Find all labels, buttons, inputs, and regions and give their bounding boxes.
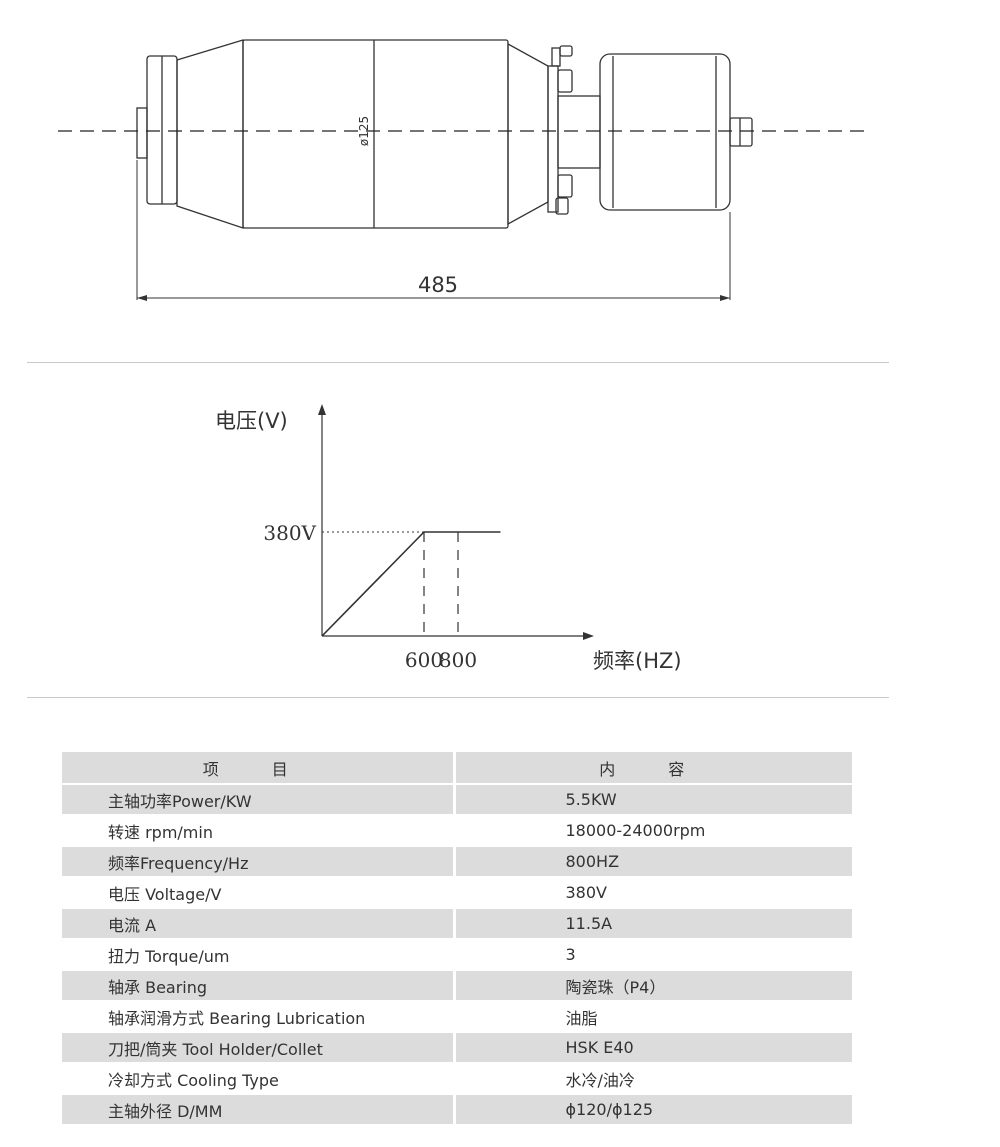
spindle-main-body: [242, 39, 509, 229]
x-axis-label: 频率(HZ): [593, 649, 682, 673]
connector-neck: [557, 95, 601, 169]
spec-value: 18000-24000rpm: [452, 815, 852, 847]
spec-item: 扭力 Torque/um: [62, 939, 454, 971]
spec-value: 水冷/油冷: [452, 1063, 852, 1095]
fitting-top-2: [559, 45, 573, 57]
spec-item: 主轴功率Power/KW: [62, 784, 454, 816]
fitting-mid-bottom: [557, 174, 573, 198]
separator-bottom: [27, 697, 889, 698]
vf-series-line: [321, 531, 501, 637]
spec-item: 轴承润滑方式 Bearing Lubrication: [62, 1001, 454, 1033]
spec-item: 轴承 Bearing: [62, 970, 454, 1002]
rear-shaft: [729, 117, 753, 147]
header-item: 项 目: [62, 752, 454, 785]
fitting-top-1: [551, 47, 561, 67]
spec-value: 油脂: [452, 1001, 852, 1033]
header-content: 内 容: [452, 752, 852, 785]
spec-value: ϕ120/ϕ125: [452, 1094, 852, 1126]
spec-value: 800HZ: [452, 846, 852, 878]
spec-value: 380V: [452, 877, 852, 909]
y-axis-arrow: [318, 404, 326, 415]
spec-item: 频率Frequency/Hz: [62, 846, 454, 878]
separator-top: [27, 362, 889, 363]
spec-value: HSK E40: [452, 1032, 852, 1064]
spec-value: 11.5A: [452, 908, 852, 940]
spindle-taper: [176, 39, 244, 229]
spec-item: 转速 rpm/min: [62, 815, 454, 847]
x-tick-label: 800: [439, 648, 477, 672]
spec-value: 3: [452, 939, 852, 971]
spindle-front-nose: [136, 107, 148, 159]
length-dimension-label: 485: [418, 273, 458, 297]
spec-item: 冷却方式 Cooling Type: [62, 1063, 454, 1095]
fitting-bottom: [555, 197, 569, 215]
spindle-rear-plate: [547, 65, 559, 213]
spec-item: 电流 A: [62, 908, 454, 940]
spec-value: 5.5KW: [452, 784, 852, 816]
spec-item: 刀把/筒夹 Tool Holder/Collet: [62, 1032, 454, 1064]
y-axis-label: 电压(V): [215, 409, 288, 433]
spec-item: 电压 Voltage/V: [62, 877, 454, 909]
x-axis-arrow: [583, 632, 594, 640]
fitting-mid-top: [557, 69, 573, 93]
table-header-row: 项 目 内 容: [62, 752, 852, 785]
spec-item: 主轴外径 D/MM: [62, 1094, 454, 1126]
spec-value: 陶瓷珠（P4）: [452, 970, 852, 1002]
y-tick-label: 380V: [263, 521, 316, 545]
spindle-rear-cap: [507, 42, 549, 226]
x-tick-label: 600: [405, 648, 443, 672]
encoder-housing: [599, 53, 731, 211]
spindle-drawing: 485 ø125: [58, 39, 872, 301]
diameter-label: ø125: [357, 116, 371, 146]
